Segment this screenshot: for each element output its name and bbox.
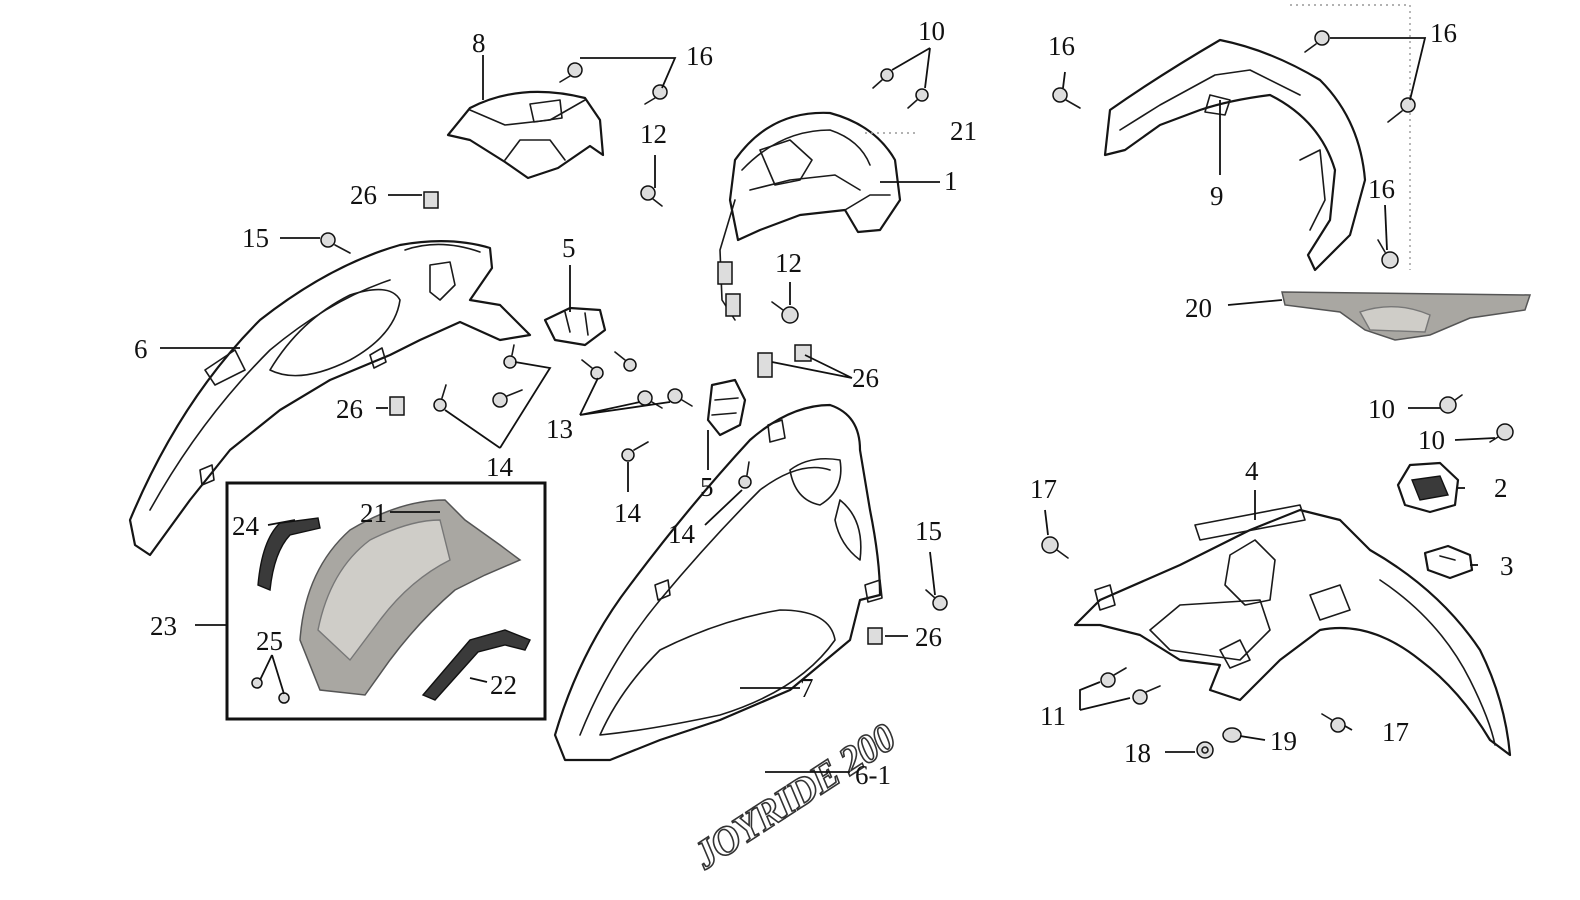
screw-11a-icon: [1100, 667, 1127, 688]
screw-17b-icon: [1321, 713, 1346, 733]
inset-box-23: [225, 481, 547, 721]
part-24-strip: [257, 517, 321, 592]
part-2-grommet: [1396, 461, 1460, 514]
screw-11b-icon: [1132, 685, 1161, 705]
screw-12a-icon: [640, 185, 663, 207]
washer-19-icon: [1222, 727, 1242, 743]
callout-20: 20: [1185, 293, 1212, 323]
callout-16-top-far-left: 16: [1048, 31, 1075, 61]
screw-13b-icon: [614, 351, 637, 372]
screw-16f-icon: [1377, 239, 1399, 269]
screw-12b-icon: [771, 301, 799, 324]
callout-26-middle: 26: [852, 363, 879, 393]
callout-26-right: 26: [915, 622, 942, 652]
clip-26d-icon: [867, 627, 883, 645]
callout-22: 22: [490, 670, 517, 700]
screw-16b-icon: [644, 84, 668, 105]
part-8-rear-cover: [446, 90, 605, 180]
callout-12-lower: 12: [775, 248, 802, 278]
callout-3: 3: [1500, 551, 1514, 581]
part-3-bracket: [1423, 544, 1474, 580]
callout-12-upper: 12: [640, 119, 667, 149]
part-6-1-emblem: JOYRIDE 200: [684, 713, 905, 879]
callout-14-middle: 14: [614, 498, 642, 528]
screw-14a-icon: [503, 344, 517, 369]
callout-19: 19: [1270, 726, 1297, 756]
callout-9: 9: [1210, 181, 1224, 211]
part-21-inner-fender: [299, 499, 522, 696]
callout-15-right: 15: [915, 516, 942, 546]
callout-5-lower: 5: [700, 472, 714, 502]
callout-17-right: 17: [1382, 717, 1409, 747]
callout-2: 2: [1494, 473, 1508, 503]
screw-14e-icon: [738, 461, 752, 489]
leader-lines: [160, 37, 1496, 773]
screw-17a-icon: [1041, 536, 1069, 559]
part-9-rear-frame: [1103, 4, 1411, 272]
screw-16a-icon: [559, 62, 583, 83]
callout-21-inset: 21: [360, 498, 387, 528]
callout-25: 25: [256, 626, 283, 656]
part-7-right-side-cover: [553, 403, 883, 762]
screw-16e-icon: [1387, 97, 1416, 123]
callout-labels: 8 16 10 21 1 12 12 26 15 6 5 26 26 13 14…: [134, 16, 1514, 790]
screw-14b-icon: [433, 384, 447, 412]
callout-23: 23: [150, 611, 177, 641]
callout-10-right-upper: 10: [1368, 394, 1395, 424]
callout-8: 8: [472, 28, 486, 58]
screw-10a-icon: [872, 68, 894, 89]
callout-7: 7: [800, 673, 814, 703]
part-22-strip: [421, 629, 531, 701]
screw-14d-icon: [621, 441, 649, 462]
part-4-rear-fender: [1073, 504, 1512, 757]
part-5-bracket-lower: [706, 378, 747, 437]
part-20-pad: [1281, 291, 1532, 341]
part-6-left-side-cover: [128, 240, 532, 557]
callout-6: 6: [134, 334, 148, 364]
callout-26-left: 26: [336, 394, 363, 424]
callout-14-left: 14: [486, 452, 514, 482]
clip-26a-icon: [423, 191, 439, 209]
callout-16-lower-right: 16: [1368, 174, 1395, 204]
callout-26-top: 26: [350, 180, 377, 210]
part-1-tail-housing: [717, 111, 918, 321]
callout-18: 18: [1124, 738, 1151, 768]
screw-13c-icon: [637, 390, 663, 409]
callout-24: 24: [232, 511, 260, 541]
callout-5-upper: 5: [562, 233, 576, 263]
screw-10c-icon: [1439, 394, 1463, 414]
screw-16d-icon: [1052, 87, 1081, 109]
part-25-screws: [251, 677, 290, 704]
screw-13a-icon: [581, 359, 604, 380]
screw-16c-icon: [1304, 30, 1330, 53]
callout-4: 4: [1245, 456, 1259, 486]
fasteners: [320, 30, 1514, 759]
screw-15b-icon: [925, 589, 948, 611]
callout-11: 11: [1040, 701, 1066, 731]
clip-26c-icon: [757, 344, 812, 378]
callout-13: 13: [546, 414, 573, 444]
emblem-logo: JOYRIDE 200: [685, 714, 904, 878]
screw-15a-icon: [320, 232, 351, 254]
screw-14c-icon: [492, 389, 523, 408]
callout-16-top-right: 16: [1430, 18, 1457, 48]
screw-10b-icon: [907, 88, 929, 109]
callout-15-left: 15: [242, 223, 269, 253]
part-5-bracket-upper: [543, 306, 607, 347]
callout-6-1: 6-1: [855, 760, 891, 790]
callout-21-top: 21: [950, 116, 977, 146]
nut-18-icon: [1196, 741, 1214, 759]
callout-17-left: 17: [1030, 474, 1057, 504]
callout-10-top: 10: [918, 16, 945, 46]
callout-1: 1: [944, 166, 958, 196]
callout-14-right: 14: [668, 519, 696, 549]
callout-10-right-lower: 10: [1418, 425, 1445, 455]
callout-16-top-left: 16: [686, 41, 713, 71]
clip-26b-icon: [389, 396, 405, 416]
screw-13d-icon: [667, 388, 693, 407]
screw-10d-icon: [1489, 423, 1514, 443]
